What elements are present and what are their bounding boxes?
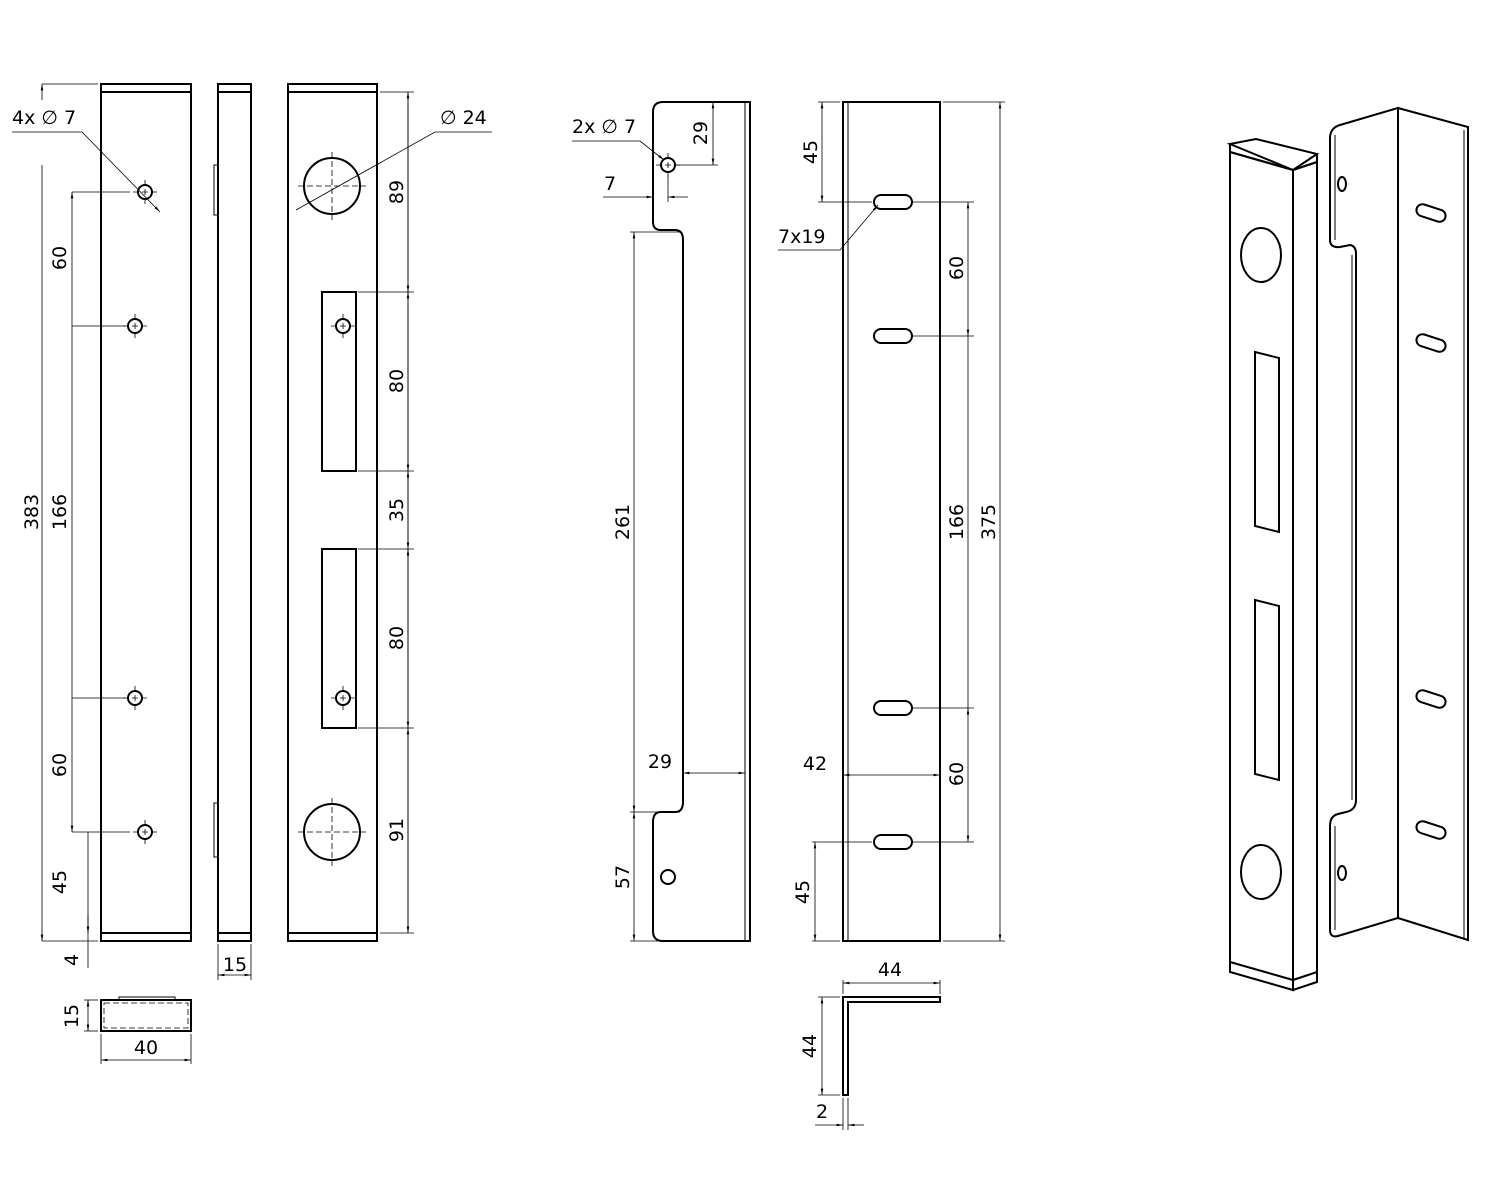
dim-80-slot2: 80 bbox=[386, 626, 408, 650]
dim-profile-2: 2 bbox=[816, 1101, 828, 1123]
cylinder-hole bbox=[1240, 227, 1282, 283]
dim-42: 42 bbox=[803, 753, 827, 775]
dim-80-slot1: 80 bbox=[386, 369, 408, 393]
dim-166-slots: 166 bbox=[946, 504, 968, 540]
mounting-hole bbox=[133, 820, 157, 844]
strike-plate-back-view: 89 80 35 80 91 ∅ 24 bbox=[287, 83, 492, 942]
strike-plate-section-view: 15 40 bbox=[61, 996, 192, 1064]
bracket-front-view: 45 7x19 60 166 60 375 42 45 bbox=[778, 101, 1005, 942]
dim-15-thickness: 15 bbox=[223, 954, 247, 976]
mounting-hole bbox=[123, 686, 147, 710]
dim-91: 91 bbox=[386, 818, 408, 842]
dim-4: 4 bbox=[61, 954, 83, 966]
mounting-slot bbox=[1415, 820, 1447, 840]
mounting-hole bbox=[331, 686, 355, 710]
mounting-slot bbox=[873, 194, 913, 210]
slot-callout: 7x19 bbox=[778, 226, 826, 248]
bracket-profile-view: 44 44 2 bbox=[799, 959, 941, 1130]
dim-45: 45 bbox=[49, 870, 71, 894]
isometric-strike-plate bbox=[1226, 137, 1320, 992]
mounting-slot bbox=[873, 700, 913, 716]
dim-57: 57 bbox=[612, 865, 634, 889]
hole-callout: 4x ∅ 7 bbox=[12, 107, 76, 129]
mounting-slot bbox=[873, 834, 913, 850]
latch-slot bbox=[1254, 598, 1280, 782]
dim-261: 261 bbox=[612, 504, 634, 540]
dim-375: 375 bbox=[978, 504, 1000, 540]
dim-89: 89 bbox=[386, 180, 408, 204]
strike-plate-front-view: 383 166 60 60 45 4 4x ∅ 7 bbox=[12, 83, 192, 968]
big-hole-callout: ∅ 24 bbox=[440, 107, 487, 129]
cylinder-hole bbox=[298, 152, 366, 220]
mounting-slot bbox=[1415, 333, 1447, 353]
dim-45-bottom: 45 bbox=[792, 880, 814, 904]
latch-slot bbox=[321, 548, 357, 729]
mounting-slot bbox=[1415, 689, 1447, 709]
bracket-hole-callout: 2x ∅ 7 bbox=[572, 116, 636, 138]
bracket-side-view: 29 7 2x ∅ 7 261 57 29 bbox=[572, 101, 751, 942]
latch-slot bbox=[321, 291, 357, 472]
bracket-hole bbox=[1337, 865, 1347, 881]
cylinder-hole bbox=[298, 798, 366, 866]
dim-166: 166 bbox=[49, 494, 71, 530]
dim-section-15: 15 bbox=[61, 1004, 83, 1028]
mounting-slot bbox=[873, 328, 913, 344]
dim-60-top: 60 bbox=[49, 246, 71, 270]
dim-60-slot-top: 60 bbox=[946, 256, 968, 280]
mounting-hole bbox=[331, 314, 355, 338]
dim-45-top: 45 bbox=[800, 140, 822, 164]
dim-60-slot-bottom: 60 bbox=[946, 762, 968, 786]
latch-slot bbox=[1254, 350, 1280, 534]
dim-profile-44-h: 44 bbox=[799, 1034, 821, 1058]
bracket-hole bbox=[1337, 176, 1347, 192]
strike-plate-side-view: 15 bbox=[213, 83, 252, 980]
dim-section-40: 40 bbox=[134, 1037, 158, 1059]
mounting-hole bbox=[133, 180, 157, 204]
mounting-hole bbox=[123, 314, 147, 338]
dim-35: 35 bbox=[386, 498, 408, 522]
dim-60-bottom: 60 bbox=[49, 753, 71, 777]
dim-29-hole: 29 bbox=[690, 121, 712, 145]
cylinder-hole bbox=[1240, 844, 1282, 900]
dim-383: 383 bbox=[21, 494, 43, 530]
dim-29-notch: 29 bbox=[648, 751, 672, 773]
isometric-bracket bbox=[1329, 106, 1469, 942]
mounting-slot bbox=[1415, 203, 1447, 223]
dim-7-edge: 7 bbox=[604, 173, 616, 195]
bracket-hole bbox=[660, 869, 676, 885]
dim-profile-44-w: 44 bbox=[878, 959, 902, 981]
